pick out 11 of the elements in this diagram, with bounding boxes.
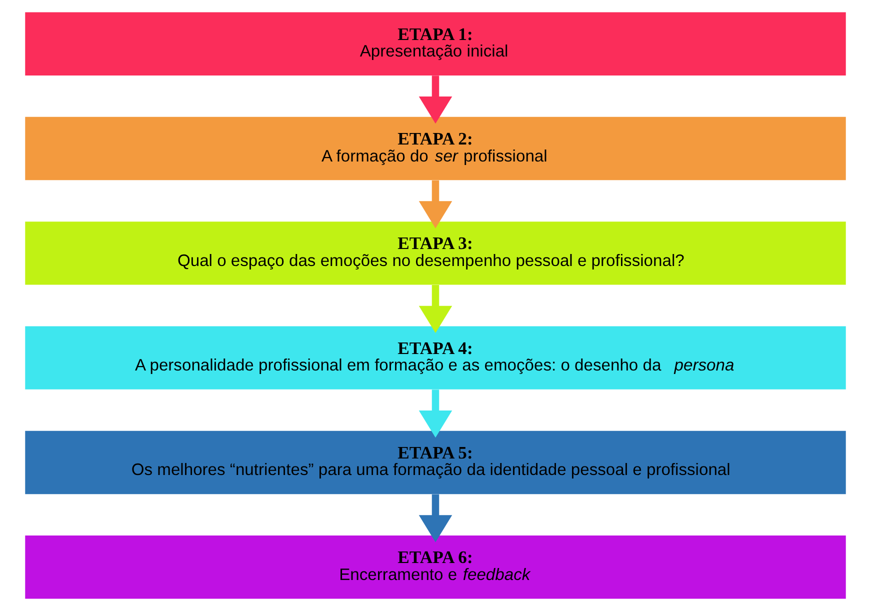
node-box: ETAPA 5: Os melhores “nutrientes” para uma formação da identidade pessoal e profissional (24, 430, 846, 494)
arrow (418, 284, 452, 333)
arrow (418, 494, 452, 542)
node-box: ETAPA 4: A personalidade profissional em formação e as emoções: o desenho da persona (24, 326, 846, 390)
node-box: ETAPA 1: Apresentação inicial (24, 12, 846, 76)
arrow (418, 390, 452, 438)
node-box: ETAPA 2: A formação do ser profissional (24, 116, 846, 180)
arrow (418, 76, 452, 124)
node-box: ETAPA 6: Encerramento e feedback (24, 536, 846, 599)
arrow (418, 180, 452, 228)
node-box: ETAPA 3: Qual o espaço das emoções no desempenho pessoal e profissional? (24, 222, 846, 285)
